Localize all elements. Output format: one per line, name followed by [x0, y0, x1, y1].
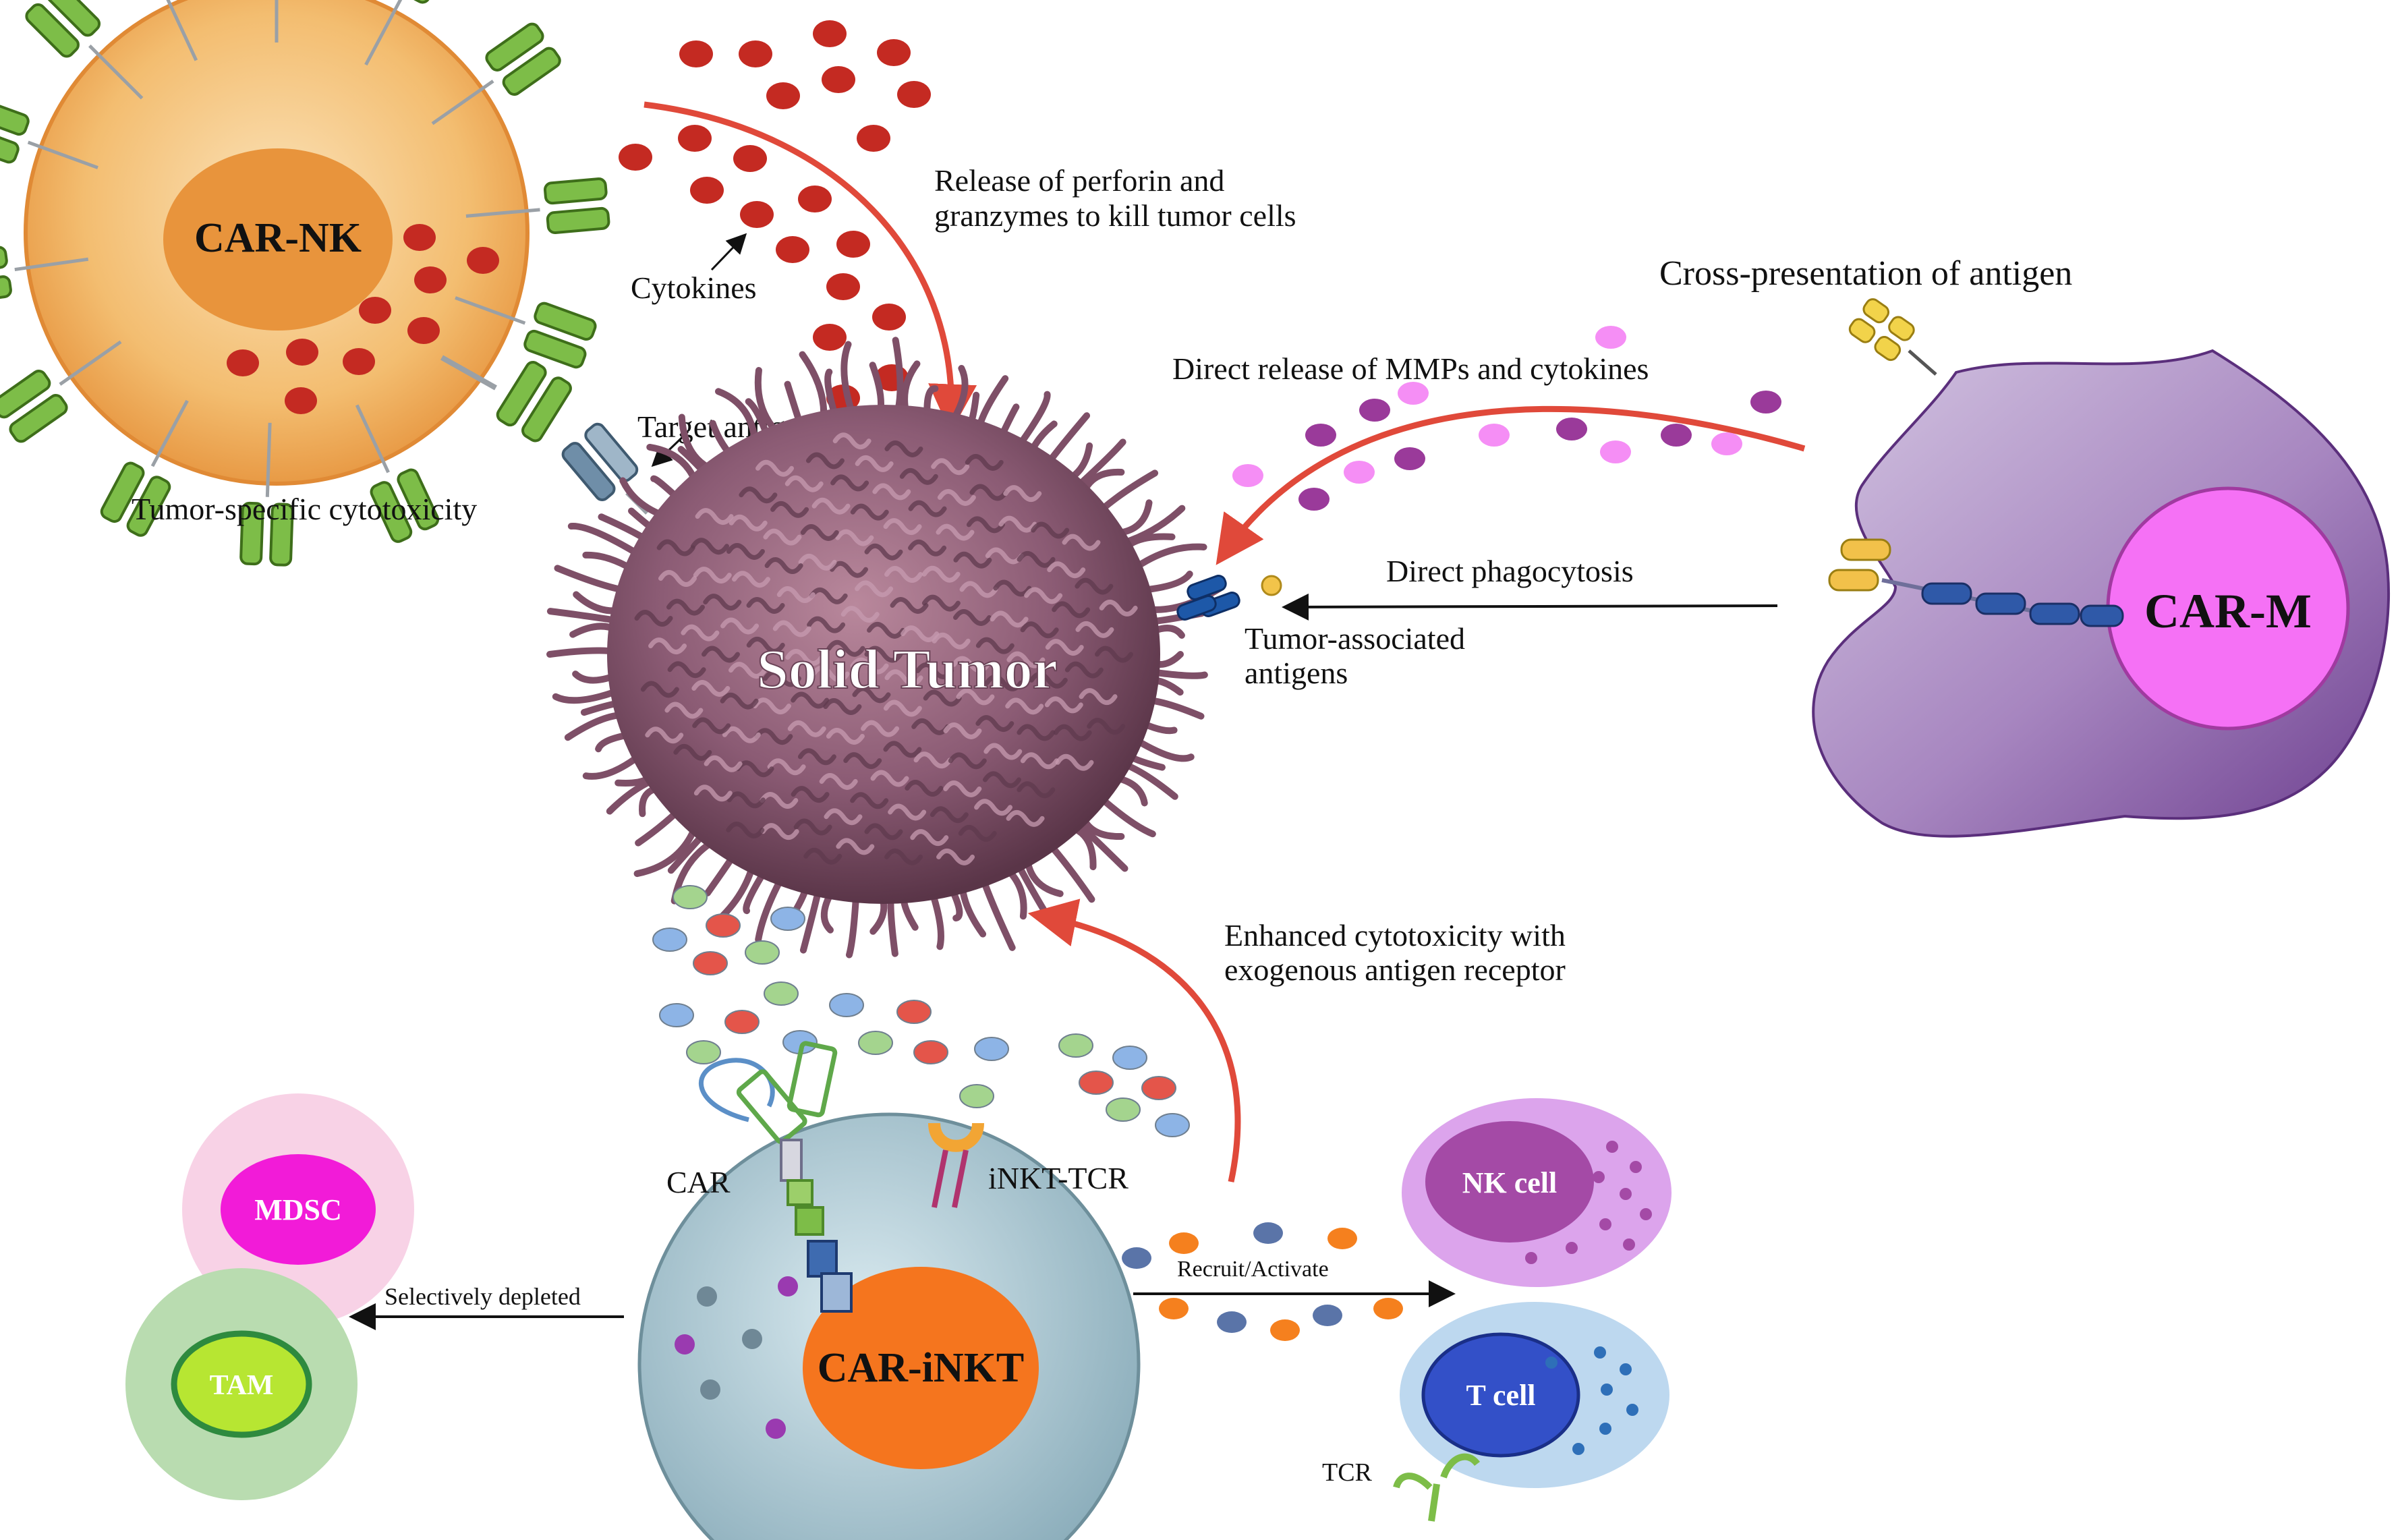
selectively-depleted-label: Selectively depleted — [384, 1283, 581, 1310]
tam-nucleus — [171, 1330, 312, 1438]
tcr-label: TCR — [1322, 1458, 1373, 1487]
car-inkt-cell: CAR-iNKT — [637, 1112, 1141, 1540]
car-label: CAR — [666, 1165, 731, 1199]
car-inkt-label: CAR-iNKT — [818, 1345, 1025, 1391]
recruit-activate-label: Recruit/Activate — [1177, 1257, 1329, 1282]
nk-cell: NK cell — [1402, 1098, 1672, 1287]
inkt-released-cytokines — [652, 885, 1190, 1137]
released-granules — [619, 20, 931, 411]
car-inkt-granules — [675, 1276, 798, 1439]
release-arrow — [644, 101, 977, 433]
direct-phagocytosis-label: Direct phagocytosis — [1386, 554, 1634, 588]
solid-tumor-label: Solid Tumor — [757, 638, 1058, 701]
inkt-tcr-label: iNKT-TCR — [988, 1161, 1128, 1195]
car-nk-cell: CAR-NK — [0, 0, 610, 567]
tam-cell: TAM — [125, 1268, 358, 1500]
car-nk-granules — [227, 224, 499, 414]
mmp-cytokine-dots — [1232, 326, 1781, 511]
enhanced-text-line2: exogenous antigen receptor — [1224, 952, 1566, 987]
cross-presentation-label: Cross-presentation of antigen — [1659, 254, 2072, 293]
t-cell-label: T cell — [1466, 1379, 1535, 1412]
mdsc-label: MDSC — [254, 1193, 342, 1226]
cytokines-pointer — [710, 233, 747, 271]
release-text-line2: granzymes to kill tumor cells — [934, 198, 1296, 233]
cytokines-label: Cytokines — [631, 270, 757, 305]
car-m-receptor — [1828, 538, 2124, 627]
phagocytosis-arrow — [1282, 593, 1778, 621]
car-nk-nucleus — [163, 148, 393, 331]
t-cell-nucleus — [1421, 1332, 1580, 1458]
enhanced-cytotoxicity-arrow — [1027, 899, 1241, 1182]
cross-presentation-antigen — [1848, 298, 1937, 376]
nk-cell-nucleus — [1425, 1121, 1594, 1243]
mdsc-cell: MDSC — [182, 1093, 414, 1325]
car-nk-receptors — [0, 0, 610, 567]
inkt-tcr-receptor — [928, 1122, 984, 1208]
t-cell: T cell — [1400, 1302, 1669, 1488]
nk-cell-label: NK cell — [1462, 1166, 1558, 1199]
solid-tumor: Solid Tumor — [546, 337, 1223, 959]
car-target-antigen-binding — [440, 355, 650, 515]
tumor-associated-antigen-icon — [1176, 575, 1282, 621]
inkt-car-receptor — [699, 1041, 853, 1313]
mmp-release-arrow — [1216, 405, 1806, 565]
tam-label: TAM — [210, 1370, 274, 1401]
release-text-line1: Release of perforin and — [934, 163, 1224, 198]
car-inkt-nucleus — [803, 1267, 1039, 1469]
taa-label-line1: Tumor-associated — [1245, 621, 1465, 656]
enhanced-text-line1: Enhanced cytotoxicity with — [1224, 918, 1566, 952]
recruit-dots — [1122, 1222, 1403, 1341]
taa-label-line2: antigens — [1245, 656, 1348, 690]
mdsc-nucleus — [221, 1154, 376, 1265]
tumor-specific-label: Tumor-specific cytotoxicity — [132, 492, 477, 526]
direct-release-label: Direct release of MMPs and cytokines — [1172, 351, 1649, 386]
tcr-receptor — [1393, 1453, 1480, 1522]
car-m-label: CAR-M — [2144, 584, 2312, 638]
tumor-texture — [634, 432, 1138, 865]
car-nk-label: CAR-NK — [194, 215, 362, 261]
